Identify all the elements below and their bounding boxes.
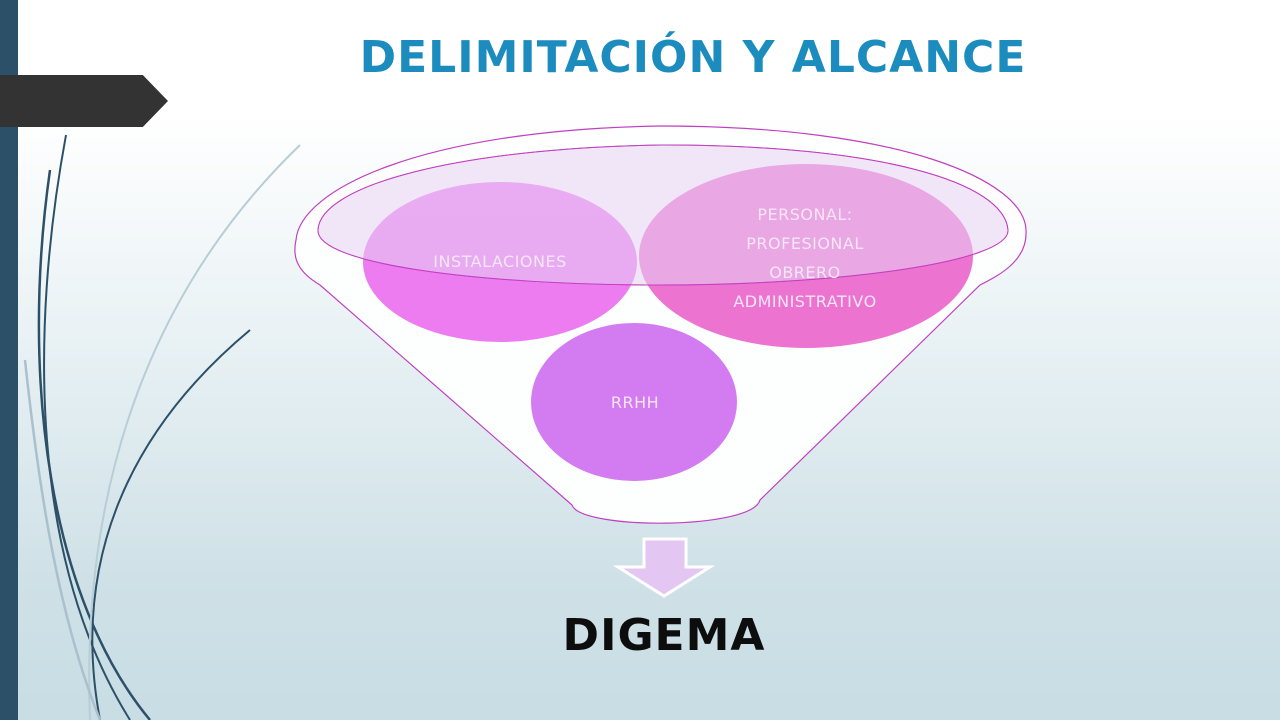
decorative-curves	[23, 134, 301, 720]
slide-title: DELIMITACIÓN Y ALCANCE	[359, 32, 1027, 83]
funnel-rim-overlay	[317, 144, 1009, 286]
personal-label-line: PROFESIONAL	[746, 234, 864, 253]
left-accent-bar	[0, 0, 18, 720]
rrhh-circle	[529, 321, 739, 483]
personal-label: PERSONAL: PROFESIONAL OBRERO ADMINISTRAT…	[660, 200, 950, 316]
instalaciones-label: INSTALACIONES	[433, 252, 567, 271]
personal-label-line: ADMINISTRATIVO	[733, 292, 877, 311]
personal-label-line: PERSONAL:	[757, 205, 853, 224]
personal-label-line: OBRERO	[769, 263, 841, 282]
result-label: DIGEMA	[562, 610, 766, 661]
rrhh-label: RRHH	[610, 393, 660, 412]
down-arrow	[612, 537, 716, 598]
corner-tab-shape	[0, 75, 168, 127]
